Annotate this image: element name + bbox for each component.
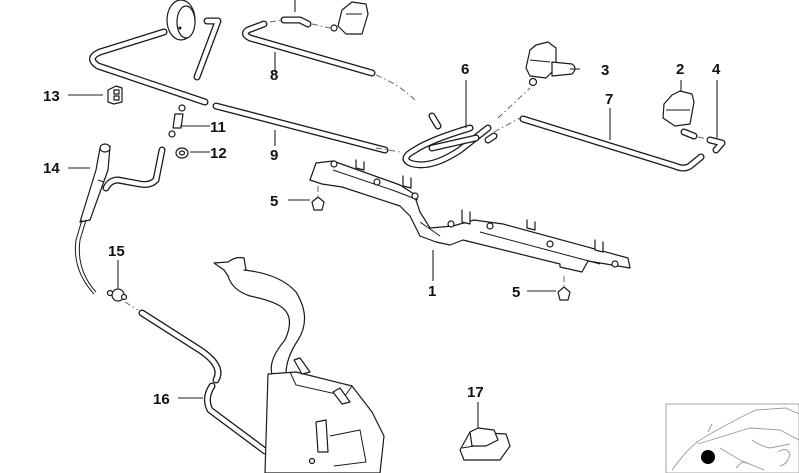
part-6-y-connector [375,87,531,169]
callout-1: 1 [428,283,436,300]
callout-7: 7 [605,91,613,108]
leader-lines [68,52,718,428]
callout-2: 2 [676,61,684,78]
callout-6: 6 [461,61,469,78]
part-15-check-valve [106,288,139,311]
part-4-elbow [697,136,726,154]
callout-12: 12 [210,145,227,162]
part-2-valve [662,90,698,140]
callout-8: 8 [270,67,278,84]
callout-11: 11 [210,119,226,136]
callout-5-upper: 5 [270,193,278,210]
part-5-nut-upper [311,186,325,211]
part-12-grommet [175,147,189,159]
hose-9 [89,28,389,154]
callout-17: 17 [467,384,484,401]
part-14-nozzle-arm [74,143,166,295]
callout-labels: 13 11 12 14 8 9 5 6 3 2 4 7 1 5 15 16 17 [43,61,721,408]
hose-16 [138,309,306,463]
hose-cap-part [166,0,222,81]
callout-5-lower: 5 [512,284,520,301]
check-valve-upper [330,1,369,35]
hose-8 [241,20,416,101]
washer-reservoir [213,256,385,473]
part-17-clip [459,427,511,461]
callout-15: 15 [108,243,125,260]
elbow-connector [269,0,331,29]
locator-marker [701,450,715,464]
bracket-tabs [330,159,619,268]
callout-3: 3 [601,62,609,79]
part-13-clip [107,85,123,105]
callout-4: 4 [712,61,721,78]
callout-9: 9 [270,147,278,164]
part-11-nozzle [168,104,186,138]
hose-7 [519,115,705,172]
part-5-nut-lower [557,276,571,301]
part-3-valve [525,41,576,87]
callout-16: 16 [153,391,170,408]
callout-13: 13 [43,88,60,105]
part-1-bracket [309,159,631,273]
vehicle-locator [665,403,799,473]
callout-14: 14 [43,160,60,177]
